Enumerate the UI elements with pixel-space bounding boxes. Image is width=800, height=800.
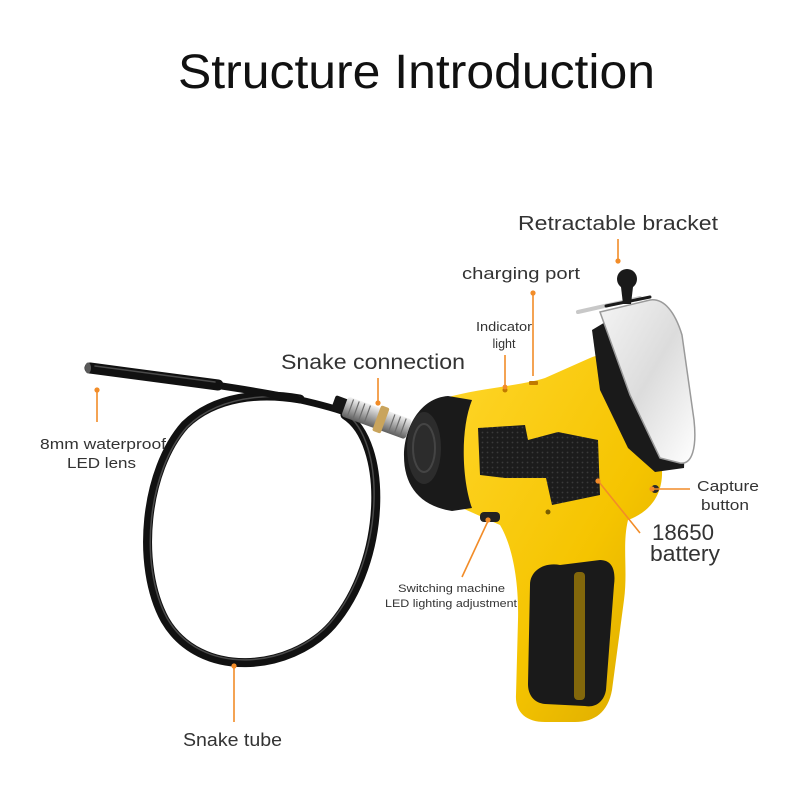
battery-cover-panel	[478, 425, 600, 505]
callout-label: Retractable bracket	[518, 213, 719, 235]
bracket-stem	[621, 287, 633, 304]
callout-label-line2: light	[493, 337, 516, 351]
grip-stripe	[574, 572, 585, 700]
callout-snake-connection: Snake connection	[281, 351, 465, 406]
nose-face-ring	[412, 423, 436, 473]
leader-line	[598, 481, 641, 534]
callout-label-line1: 18650	[652, 520, 714, 545]
callout-label-line2: LED lighting adjustment	[385, 598, 517, 610]
callout-label: Snake connection	[281, 351, 465, 374]
endoscope-handset	[404, 353, 663, 722]
leader-dot	[502, 384, 508, 390]
callout-label: charging port	[462, 264, 580, 283]
bracket-knob	[617, 269, 637, 289]
rigid-probe	[84, 362, 224, 391]
callout-capture-button: Capture button	[649, 478, 759, 514]
page-title: Structure Introduction	[178, 46, 655, 99]
callout-retractable-bracket: Retractable bracket	[518, 213, 719, 264]
snake-tube	[84, 362, 381, 668]
callout-charging-port: charging port	[462, 264, 580, 376]
callout-switching: Switching machine LED lighting adjustmen…	[385, 517, 517, 610]
callout-led-lens: 8mm waterproof LED lens	[40, 387, 167, 472]
callout-label-line1: Indicator	[476, 320, 532, 334]
leader-dot	[649, 486, 655, 492]
callout-label-line2: button	[701, 497, 749, 514]
callout-label-line2: LED lens	[67, 455, 136, 472]
nose-face	[407, 412, 441, 484]
snake-tube-loop-sheen	[149, 395, 375, 661]
leader-line	[461, 520, 489, 578]
grip-mark-2	[543, 688, 551, 694]
screw-icon	[545, 509, 551, 515]
callout-snake-tube: Snake tube	[183, 663, 282, 750]
snake-tube-upper	[211, 381, 346, 415]
leader-dot	[485, 517, 491, 523]
switching-button	[480, 512, 500, 522]
leader-dot	[595, 478, 601, 484]
leader-dot	[530, 290, 536, 296]
leader-dot	[94, 387, 100, 393]
callout-label-line1: 8mm waterproof	[40, 436, 167, 453]
callout-label: Snake tube	[183, 730, 282, 750]
snake-tube-loop	[143, 391, 381, 668]
rigid-probe-sheen	[94, 365, 216, 383]
charging-port-icon	[529, 381, 538, 385]
snake-connector	[331, 395, 412, 439]
leader-dot	[615, 258, 621, 264]
phone-mount	[576, 269, 696, 472]
phone-screen	[599, 299, 696, 464]
callout-label-line2: battery	[650, 541, 720, 566]
led-lens-tip	[85, 362, 91, 374]
connector-brass-ring	[372, 405, 390, 434]
grip-mark-1	[543, 648, 551, 654]
callout-battery: 18650 battery	[595, 478, 720, 566]
callout-indicator-light: Indicator light	[476, 320, 532, 390]
grip-insert	[528, 560, 615, 707]
callout-label-line1: Capture	[697, 478, 759, 495]
leader-dot	[375, 400, 381, 406]
connector-ridges	[346, 399, 407, 437]
leader-dot	[231, 663, 237, 669]
callout-label-line1: Switching machine	[398, 583, 505, 595]
